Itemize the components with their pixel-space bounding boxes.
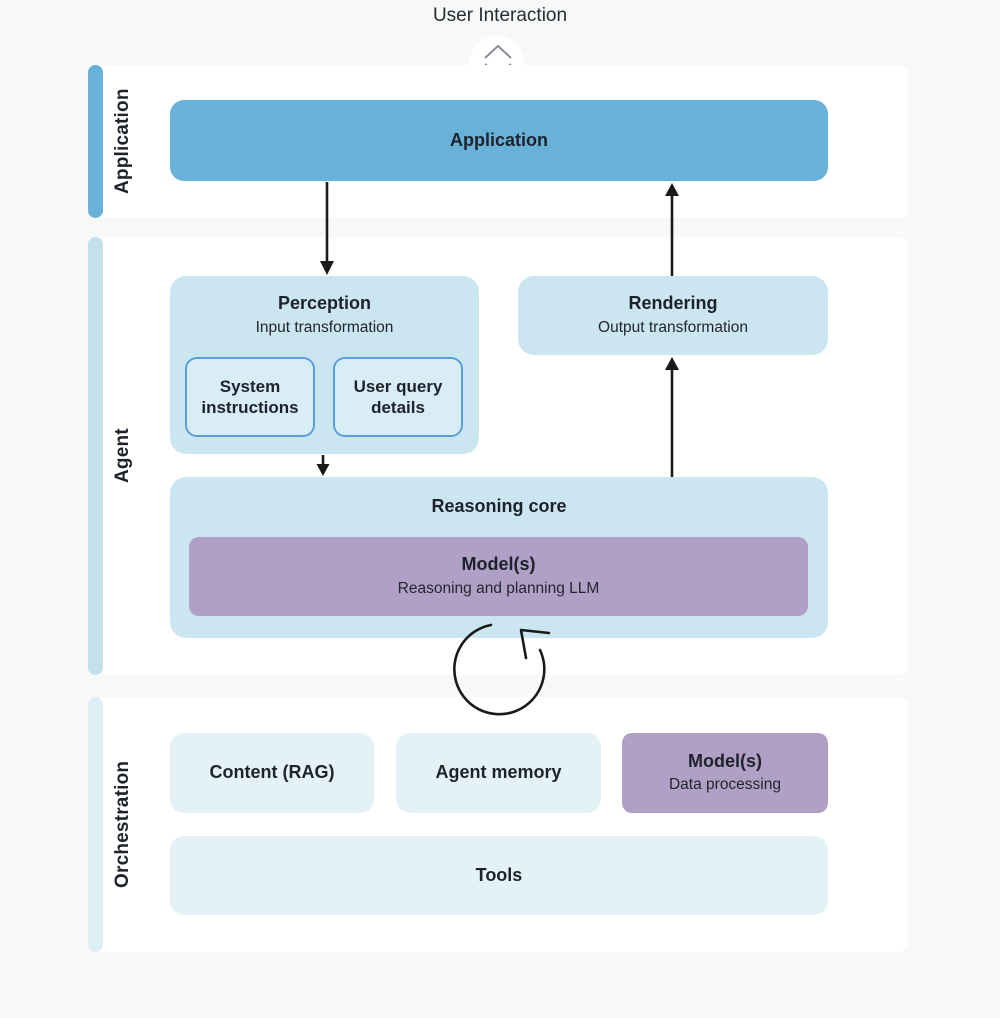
content-rag-title: Content (RAG) [209, 762, 335, 783]
orchestration-section-label: Orchestration [112, 760, 133, 889]
perception-title: Perception [277, 293, 372, 313]
orchestration-accent-bar [88, 697, 103, 952]
tools-title: Tools [475, 864, 523, 885]
agent-memory-box: Agent memory [396, 733, 601, 813]
application-box: Application [170, 100, 828, 181]
rendering-subtitle: Output transformation [598, 318, 748, 336]
perception-subtitle: Input transformation [255, 318, 394, 336]
system-instructions-label: System instructions [201, 376, 299, 417]
user-query-details-box: User query details [333, 357, 463, 437]
models-reasoning-box: Model(s) Reasoning and planning LLM [189, 537, 808, 616]
page-title: User Interaction [432, 5, 568, 26]
content-rag-box: Content (RAG) [170, 733, 374, 813]
agent-memory-title: Agent memory [435, 762, 562, 783]
agent-section-label: Agent [112, 428, 133, 484]
models-reasoning-subtitle: Reasoning and planning LLM [397, 579, 600, 597]
agent-accent-bar [88, 237, 103, 675]
application-section-label: Application [112, 88, 133, 195]
rendering-box: Rendering Output transformation [518, 276, 828, 355]
models-data-title: Model(s) [688, 750, 762, 771]
application-box-title: Application [450, 129, 548, 150]
reasoning-core-title: Reasoning core [431, 496, 567, 516]
user-query-details-label: User query details [353, 376, 443, 417]
models-data-processing-box: Model(s) Data processing [622, 733, 828, 813]
rendering-title: Rendering [628, 293, 718, 314]
models-reasoning-title: Model(s) [461, 554, 536, 575]
application-accent-bar [88, 65, 103, 218]
models-data-subtitle: Data processing [668, 776, 781, 794]
tools-box: Tools [170, 836, 828, 915]
system-instructions-box: System instructions [185, 357, 315, 437]
